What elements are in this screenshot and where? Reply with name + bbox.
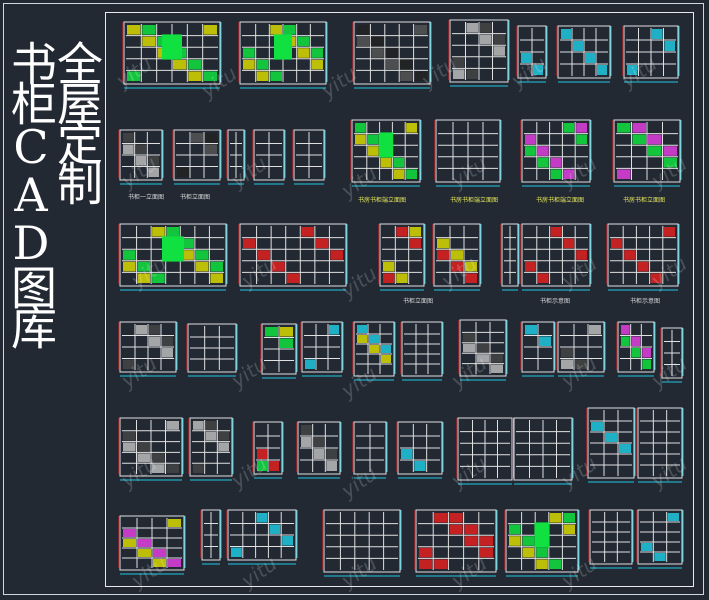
outer-frame: [3, 3, 704, 595]
cad-drawing-thumbnail: [186, 322, 238, 380]
cad-drawing-thumbnail: [636, 406, 684, 486]
caption: 书柜示意图: [630, 298, 661, 305]
cad-drawing-thumbnail: [122, 20, 222, 92]
cad-drawing-thumbnail: [616, 320, 656, 380]
cad-drawing-thumbnail: [660, 326, 684, 386]
caption: 书房书柜端立面图: [450, 197, 499, 204]
cad-drawing-thumbnail: [432, 222, 482, 294]
cad-drawing-thumbnail: [512, 416, 574, 488]
cad-drawing-thumbnail: [556, 320, 606, 380]
cad-drawing-thumbnail: [378, 222, 426, 294]
cad-drawing-thumbnail: [260, 322, 298, 382]
vertical-title: 全屋定制 书柜CAD图库: [4, 40, 104, 560]
cad-drawing-thumbnail: [434, 118, 502, 190]
cad-drawing-thumbnail: [396, 420, 444, 482]
caption: 书柜一立面图: [128, 194, 165, 201]
cad-drawing-thumbnail: [636, 508, 684, 572]
cad-drawing-thumbnail: [520, 222, 592, 294]
cad-drawing-thumbnail: [226, 128, 246, 188]
cad-drawing-thumbnail: [238, 20, 328, 92]
cad-drawing-thumbnail: [520, 320, 556, 380]
cad-drawing-thumbnail: [352, 420, 388, 482]
caption: 书柜示意图: [540, 298, 571, 305]
cad-drawing-thumbnail: [588, 508, 634, 572]
drawing-frame: [105, 12, 694, 587]
cad-drawing-thumbnail: [622, 24, 680, 86]
cad-drawing-thumbnail: [252, 420, 284, 482]
cad-drawing-thumbnail: [172, 128, 222, 188]
title-line-1: 全屋定制: [50, 40, 104, 200]
cad-drawing-thumbnail: [300, 320, 344, 380]
cad-drawing-thumbnail: [118, 222, 228, 294]
title-line-2: 书柜CAD图库: [4, 40, 58, 344]
cad-drawing-thumbnail: [612, 118, 682, 190]
cad-drawing-thumbnail: [586, 406, 636, 486]
cad-drawing-thumbnail: [414, 508, 498, 580]
cad-drawing-thumbnail: [400, 320, 444, 384]
caption: 书柜立面图: [403, 298, 434, 305]
caption: 书房书柜端立面图: [358, 197, 407, 204]
cad-drawing-thumbnail: [200, 508, 222, 568]
cad-drawing-thumbnail: [322, 508, 402, 580]
cad-drawing-thumbnail: [118, 320, 178, 380]
cad-drawing-thumbnail: [500, 222, 520, 294]
caption: 书房书柜端立面图: [536, 197, 585, 204]
caption: 书房书柜立面图: [623, 197, 666, 204]
cad-drawing-thumbnail: [448, 18, 510, 90]
cad-drawing-thumbnail: [352, 20, 432, 92]
cad-drawing-thumbnail: [520, 118, 592, 190]
cad-drawing-thumbnail: [606, 222, 680, 294]
cad-drawing-thumbnail: [296, 420, 342, 482]
cad-drawing-thumbnail: [556, 24, 612, 86]
cad-drawing-thumbnail: [118, 128, 164, 188]
cad-drawing-thumbnail: [350, 118, 422, 190]
cad-drawing-thumbnail: [238, 222, 348, 294]
cad-drawing-thumbnail: [516, 24, 548, 86]
cad-drawing-thumbnail: [458, 318, 508, 384]
cad-drawing-thumbnail: [118, 416, 184, 484]
cad-drawing-thumbnail: [352, 320, 396, 384]
cad-drawing-thumbnail: [292, 128, 326, 188]
cad-drawing-thumbnail: [188, 416, 234, 484]
caption: 书柜立面图: [180, 194, 211, 201]
cad-drawing-thumbnail: [504, 508, 580, 580]
cad-drawing-thumbnail: [456, 416, 514, 488]
cad-drawing-thumbnail: [252, 128, 286, 188]
cad-drawing-thumbnail: [226, 508, 298, 568]
cad-drawing-thumbnail: [118, 514, 186, 578]
